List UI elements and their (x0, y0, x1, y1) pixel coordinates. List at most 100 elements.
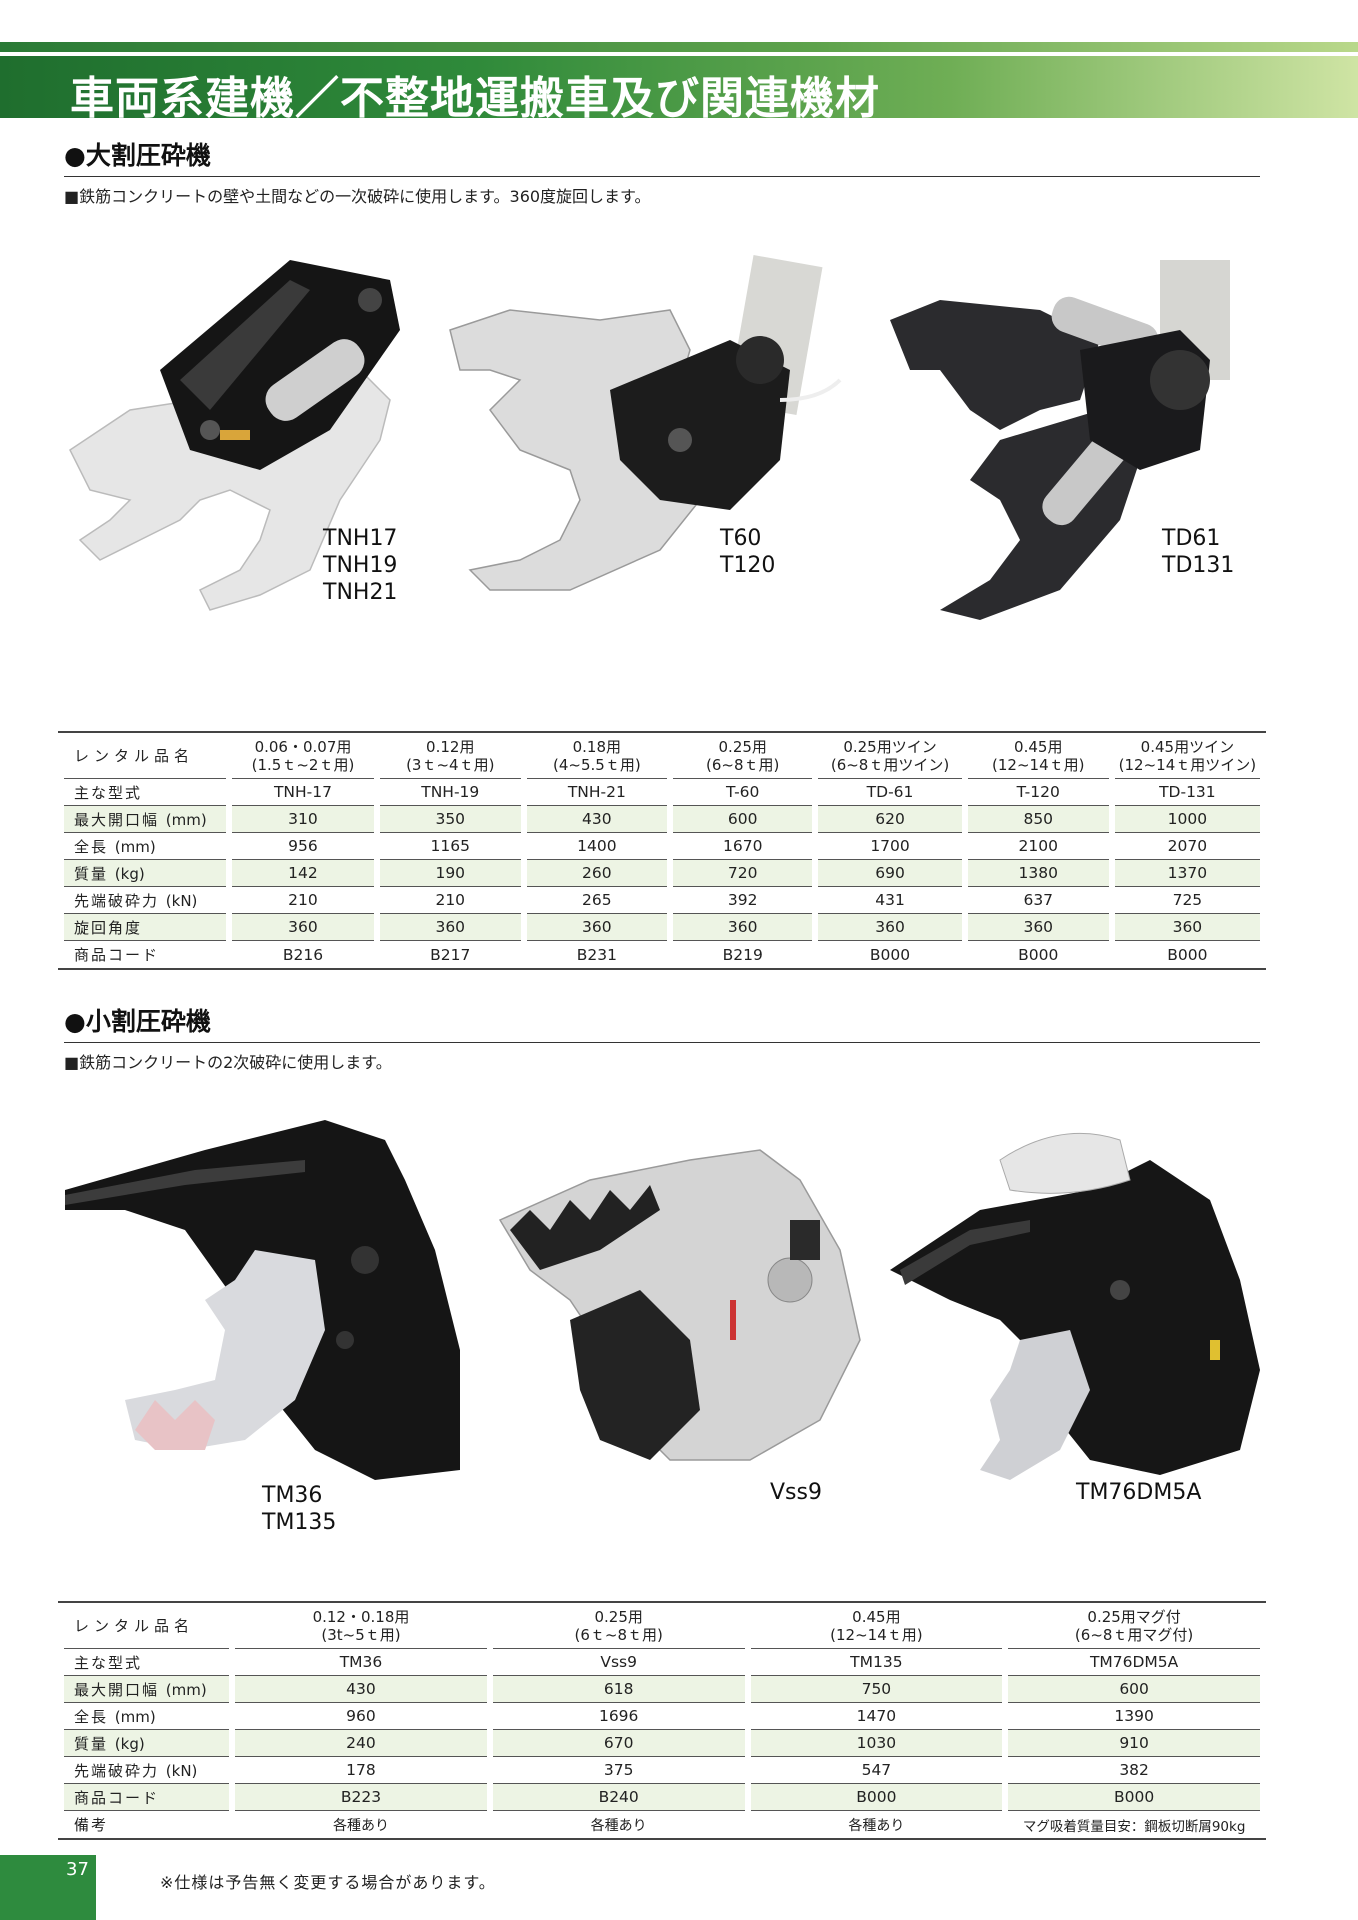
table-cell: 1470 (750, 1703, 1003, 1730)
column-header: 0.45用(12~14ｔ用) (750, 1603, 1003, 1649)
row-label: レンタル品名 (64, 1603, 230, 1649)
product-label-tm36: TM36 TM135 (262, 1483, 337, 1535)
column-header: 0.45用ツイン(12~14ｔ用ツイン) (1114, 733, 1260, 779)
table-cell: 750 (750, 1676, 1003, 1703)
table-row: 主な型式 TM36 Vss9 TM135 TM76DM5A (64, 1649, 1260, 1676)
product-image-tm76dm5a (890, 1120, 1270, 1490)
table-cell: 360 (1114, 914, 1260, 941)
table-cell: 725 (1114, 887, 1260, 914)
section-title: ●大割圧砕機 (64, 141, 211, 170)
table-cell: B219 (722, 945, 763, 964)
table-row: 旋回角度 360 360 360 360 360 360 360 (64, 914, 1260, 941)
table-cell: 178 (235, 1757, 487, 1784)
table-cell: TD-131 (1114, 779, 1260, 806)
table-cell: 392 (673, 887, 813, 914)
table-cell: T-60 (673, 779, 813, 806)
row-label: 質量 (kg) (64, 1730, 230, 1757)
table-cell: 310 (232, 806, 374, 833)
product-image-td61 (880, 260, 1260, 630)
column-header: 0.25用マグ付(6~8ｔ用マグ付) (1008, 1603, 1260, 1649)
column-header: 0.25用(6ｔ~8ｔ用) (492, 1603, 745, 1649)
table-cell: 350 (379, 806, 521, 833)
product-label-td61: TD61 TD131 (1162, 526, 1235, 578)
table-row: 最大開口幅 (mm) 430 618 750 600 (64, 1676, 1260, 1703)
table-cell: TNH-19 (379, 779, 521, 806)
product-image-tm36 (65, 1100, 465, 1490)
row-label: 備考 (74, 1816, 109, 1834)
table-cell: TM135 (750, 1649, 1003, 1676)
table-cell: 1000 (1114, 806, 1260, 833)
table-cell: 670 (492, 1730, 745, 1757)
row-label: 主な型式 (64, 1649, 230, 1676)
table-cell: 1030 (750, 1730, 1003, 1757)
row-label: 全長 (mm) (64, 1703, 230, 1730)
table-cell: 各種あり (848, 1817, 905, 1834)
table-header-row: レンタル品名 0.06・0.07用(1.5ｔ~2ｔ用) 0.12用(3ｔ~4ｔ用… (64, 733, 1260, 779)
row-label: 先端破砕力 (kN) (64, 887, 226, 914)
table-cell: 1165 (379, 833, 521, 860)
product-label-t60: T60 T120 (720, 526, 776, 578)
table-cell: T-120 (967, 779, 1109, 806)
table-row: 全長 (mm) 960 1696 1470 1390 (64, 1703, 1260, 1730)
table-row: 商品コード B216 B217 B231 B219 B000 B000 B000 (64, 941, 1260, 968)
table-row: 最大開口幅 (mm) 310 350 430 600 620 850 1000 (64, 806, 1260, 833)
table-cell: 1390 (1008, 1703, 1260, 1730)
table-cell: 910 (1008, 1730, 1260, 1757)
table-cell: マグ吸着質量目安：鋼板切断屑90kg (1022, 1818, 1246, 1835)
table-cell: 210 (379, 887, 521, 914)
table-row: 全長 (mm) 956 1165 1400 1670 1700 2100 207… (64, 833, 1260, 860)
table-cell: B000 (750, 1784, 1003, 1811)
table-cell: 1670 (673, 833, 813, 860)
section-small-crusher-header: ●小割圧砕機 (64, 1002, 1260, 1043)
table-cell: 430 (235, 1676, 487, 1703)
table-cell: 720 (673, 860, 813, 887)
table-cell: 240 (235, 1730, 487, 1757)
row-label: 旋回角度 (64, 914, 226, 941)
table-cell: 637 (967, 887, 1109, 914)
column-header: 0.25用ツイン(6~8ｔ用ツイン) (818, 733, 962, 779)
table-cell: B216 (282, 945, 324, 964)
table-cell: 2100 (967, 833, 1109, 860)
table-cell: 360 (967, 914, 1109, 941)
table-cell: 1400 (526, 833, 668, 860)
table-cell: 265 (526, 887, 668, 914)
table-cell: 431 (818, 887, 962, 914)
table-cell: 360 (526, 914, 668, 941)
column-header: 0.18用(4~5.5ｔ用) (526, 733, 668, 779)
table-cell: 各種あり (590, 1817, 647, 1834)
table-cell: 618 (492, 1676, 745, 1703)
table-cell: 850 (967, 806, 1109, 833)
table-cell: TNH-21 (526, 779, 668, 806)
table-cell: B000 (1018, 945, 1059, 964)
small-crusher-spec-table: レンタル品名 0.12・0.18用(3t~5ｔ用) 0.25用(6ｔ~8ｔ用) … (58, 1601, 1266, 1840)
table-cell: 360 (232, 914, 374, 941)
table-cell: TNH-17 (232, 779, 374, 806)
table-cell: 210 (232, 887, 374, 914)
table-row: 商品コード B223 B240 B000 B000 (64, 1784, 1260, 1811)
table-cell: 600 (673, 806, 813, 833)
table-cell: B223 (235, 1784, 487, 1811)
table-cell: 1696 (492, 1703, 745, 1730)
table-cell: B000 (1167, 945, 1208, 964)
table-cell: 547 (750, 1757, 1003, 1784)
column-header: 0.12用(3ｔ~4ｔ用) (379, 733, 521, 779)
product-label-vss9: Vss9 (770, 1480, 822, 1505)
table-cell: 690 (818, 860, 962, 887)
table-cell: 260 (526, 860, 668, 887)
table-cell: 430 (526, 806, 668, 833)
page-number: 37 (66, 1859, 89, 1880)
column-header: 0.12・0.18用(3t~5ｔ用) (235, 1603, 487, 1649)
column-header: 0.25用(6~8ｔ用) (673, 733, 813, 779)
table-cell: TM76DM5A (1008, 1649, 1260, 1676)
table-row: 備考 各種あり 各種あり 各種あり マグ吸着質量目安：鋼板切断屑90kg (64, 1811, 1260, 1838)
table-cell: 2070 (1114, 833, 1260, 860)
table-cell: 190 (379, 860, 521, 887)
table-cell: B231 (576, 945, 617, 964)
row-label: 主な型式 (64, 779, 226, 806)
table-row: 質量 (kg) 142 190 260 720 690 1380 1370 (64, 860, 1260, 887)
row-label: 最大開口幅 (mm) (64, 806, 226, 833)
table-cell: TM36 (235, 1649, 487, 1676)
row-label: レンタル品名 (64, 733, 226, 779)
table-cell: 360 (818, 914, 962, 941)
table-row: 質量 (kg) 240 670 1030 910 (64, 1730, 1260, 1757)
